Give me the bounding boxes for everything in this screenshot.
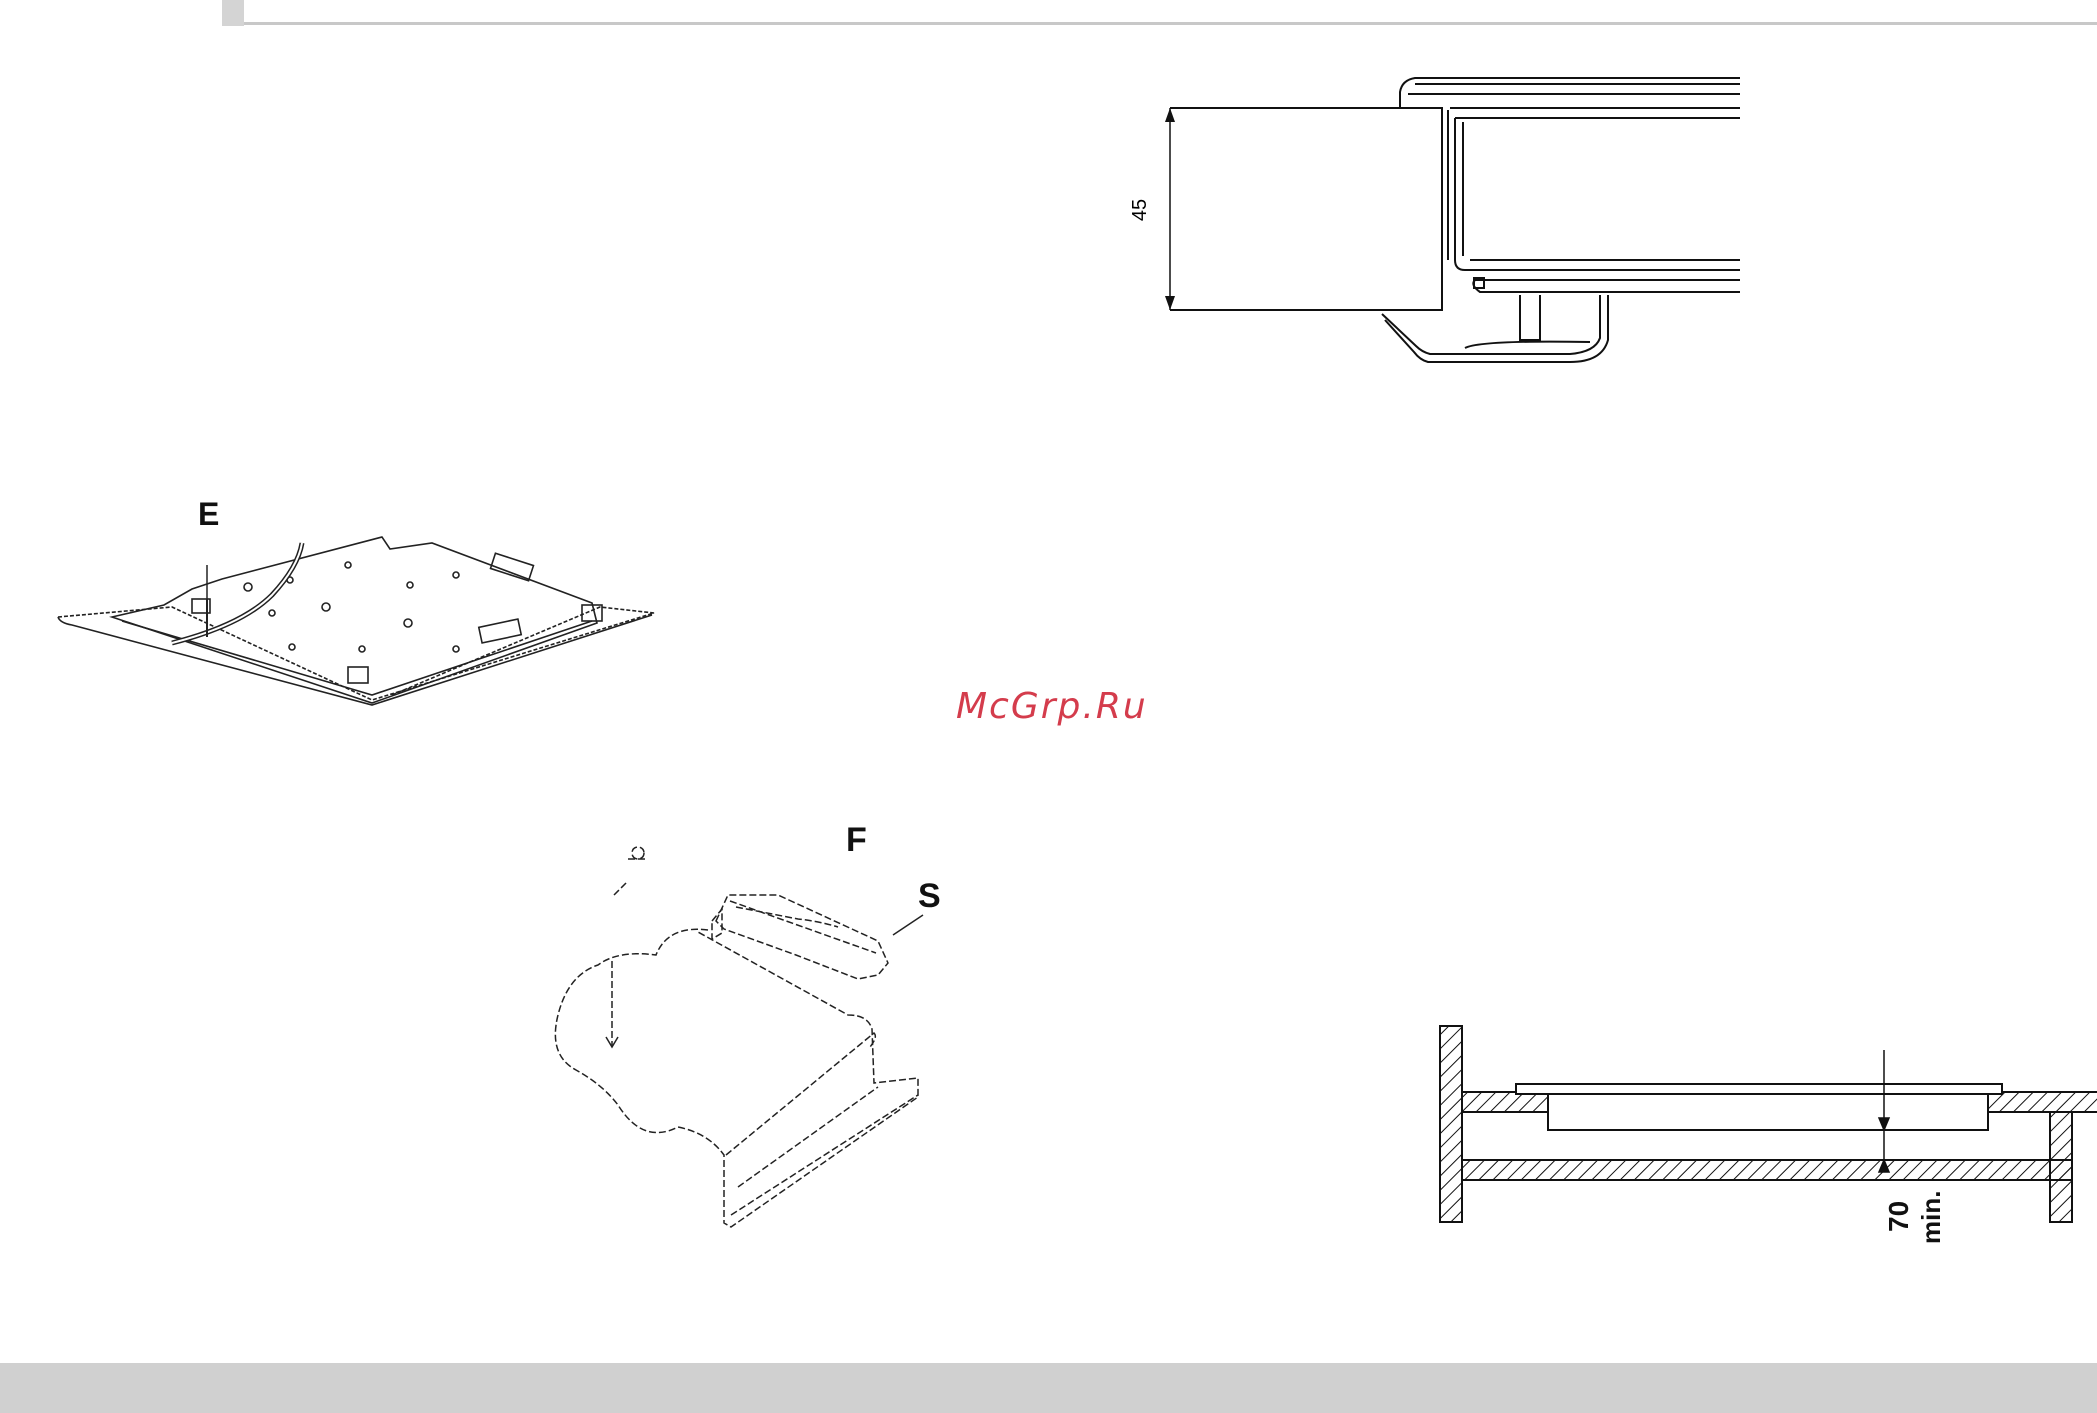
clearance-diagram: 70 min. (1440, 1020, 2097, 1250)
clearance-value-label: 70 (1883, 1201, 1914, 1232)
footer-bar (0, 1363, 2097, 1413)
header-accent-block (222, 0, 244, 26)
side-section-diagram: 45 (1130, 70, 1750, 380)
hob-underside-diagram: E (52, 495, 672, 730)
watermark: McGrp.Ru (956, 686, 1148, 727)
label-s: S (918, 877, 941, 915)
bracket-diagram: F S (548, 815, 968, 1235)
dimension-45-label: 45 (1129, 199, 1151, 221)
header-rule (244, 22, 2097, 25)
clearance-unit-label: min. (1916, 1191, 1946, 1244)
label-f: F (846, 821, 867, 859)
label-e: E (198, 496, 219, 532)
